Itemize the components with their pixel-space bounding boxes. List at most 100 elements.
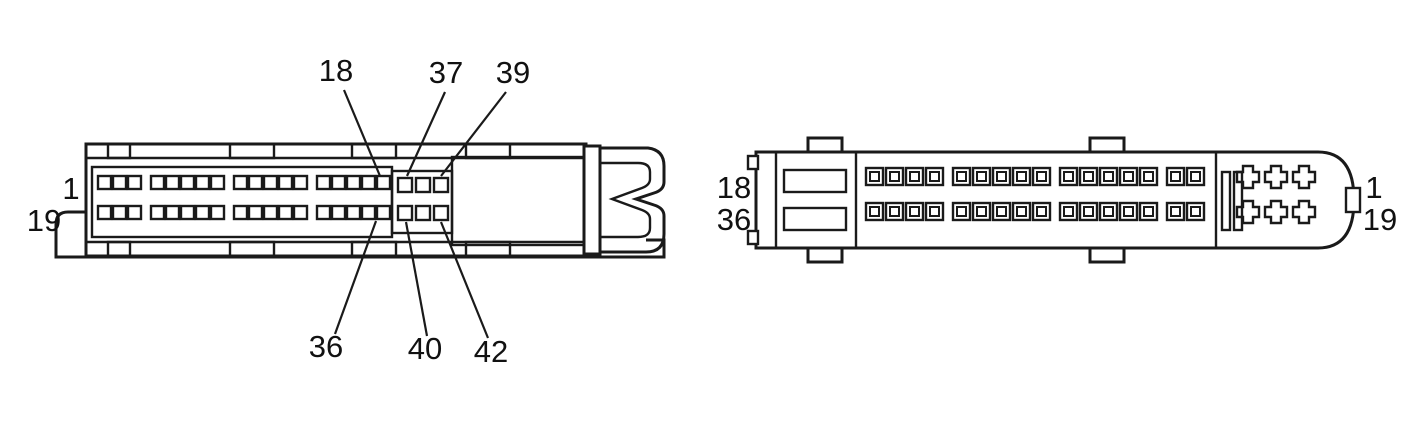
terminal-square (1138, 166, 1159, 187)
terminal-square (262, 204, 279, 221)
terminal-square (929, 171, 940, 182)
terminal-square (1103, 171, 1114, 182)
terminal-square (956, 206, 967, 217)
terminal-square (976, 206, 987, 217)
terminal-square (909, 206, 920, 217)
terminal-square (1083, 171, 1094, 182)
terminal-square (194, 174, 211, 191)
terminal-square (232, 204, 249, 221)
terminal-square (292, 174, 309, 191)
terminal-square (194, 204, 211, 221)
cross-hole (1235, 199, 1261, 225)
terminal-square (1078, 166, 1099, 187)
left-mid-terminal-grid (396, 176, 450, 222)
terminal-square (111, 174, 128, 191)
left-label-pin40: 40 (408, 331, 442, 366)
terminal-square (1190, 206, 1201, 217)
right-label-pin36: 36 (717, 202, 751, 237)
terminal-square (1036, 206, 1047, 217)
terminal-square (1185, 166, 1206, 187)
terminal-square (904, 201, 925, 222)
narrow-slot (1220, 170, 1232, 232)
terminal-square (1190, 171, 1201, 182)
terminal-square (111, 204, 128, 221)
terminal-square (1063, 206, 1074, 217)
leader-line-37 (405, 91, 447, 177)
rail-notch (228, 142, 276, 160)
terminal-square (247, 174, 264, 191)
terminal-square (360, 204, 377, 221)
cross-hole (1235, 164, 1261, 190)
terminal-square (1011, 166, 1032, 187)
right-label-pin1: 1 (1365, 170, 1382, 205)
right-end-tab (1344, 186, 1362, 214)
left-body-outline (84, 142, 588, 258)
right-body-outline (754, 150, 1356, 250)
left-label-pin1: 1 (62, 171, 79, 206)
terminal-square (889, 206, 900, 217)
terminal-square (1103, 206, 1114, 217)
terminal-square (1170, 171, 1181, 182)
terminal-square (330, 204, 347, 221)
terminal-square (1118, 201, 1139, 222)
terminal-square (1165, 166, 1186, 187)
cross-hole (1263, 199, 1289, 225)
right-terminal-row-bottom (864, 201, 1206, 222)
terminal-square (1098, 166, 1119, 187)
terminal-square (924, 201, 945, 222)
terminal-square (330, 174, 347, 191)
left-terminal-row-bottom (96, 204, 392, 221)
terminal-square (1165, 201, 1186, 222)
terminal-square (1123, 206, 1134, 217)
leader-line-36 (333, 220, 378, 335)
terminal-square (991, 166, 1012, 187)
leader-line-18 (342, 89, 382, 177)
terminal-square (396, 176, 414, 194)
terminal-square (1058, 166, 1079, 187)
left-label-pin37: 37 (429, 55, 463, 90)
cross-hole (1291, 199, 1317, 225)
terminal-square (277, 174, 294, 191)
terminal-square (149, 204, 166, 221)
right-terminal-row-top (864, 166, 1206, 187)
left-slot (782, 206, 848, 232)
terminal-square (345, 174, 362, 191)
left-slot (782, 168, 848, 194)
terminal-square (1016, 206, 1027, 217)
terminal-square (262, 174, 279, 191)
right-label-pin19: 19 (1363, 202, 1397, 237)
terminal-square (1011, 201, 1032, 222)
terminal-square (164, 174, 181, 191)
terminal-square (1143, 171, 1154, 182)
terminal-square (277, 204, 294, 221)
terminal-square (164, 204, 181, 221)
terminal-square (1031, 166, 1052, 187)
terminal-square (864, 201, 885, 222)
left-label-pin18: 18 (319, 53, 353, 88)
terminal-square (971, 166, 992, 187)
left-clip-bar (582, 144, 602, 256)
terminal-square (869, 171, 880, 182)
left-label-pin42: 42 (474, 334, 508, 369)
terminal-square (864, 166, 885, 187)
terminal-square (869, 206, 880, 217)
terminal-square (884, 166, 905, 187)
terminal-square (414, 176, 432, 194)
terminal-square (149, 174, 166, 191)
terminal-square (292, 204, 309, 221)
terminal-square (96, 174, 113, 191)
right-connector-view: 18 36 1 19 (717, 136, 1397, 264)
terminal-square (1143, 206, 1154, 217)
terminal-square (1031, 201, 1052, 222)
terminal-square (1016, 171, 1027, 182)
terminal-square (951, 201, 972, 222)
terminal-square (1058, 201, 1079, 222)
terminal-square (315, 174, 332, 191)
terminal-square (1185, 201, 1206, 222)
rail-notch (106, 142, 132, 160)
terminal-square (126, 204, 143, 221)
terminal-square (904, 166, 925, 187)
terminal-square (971, 201, 992, 222)
